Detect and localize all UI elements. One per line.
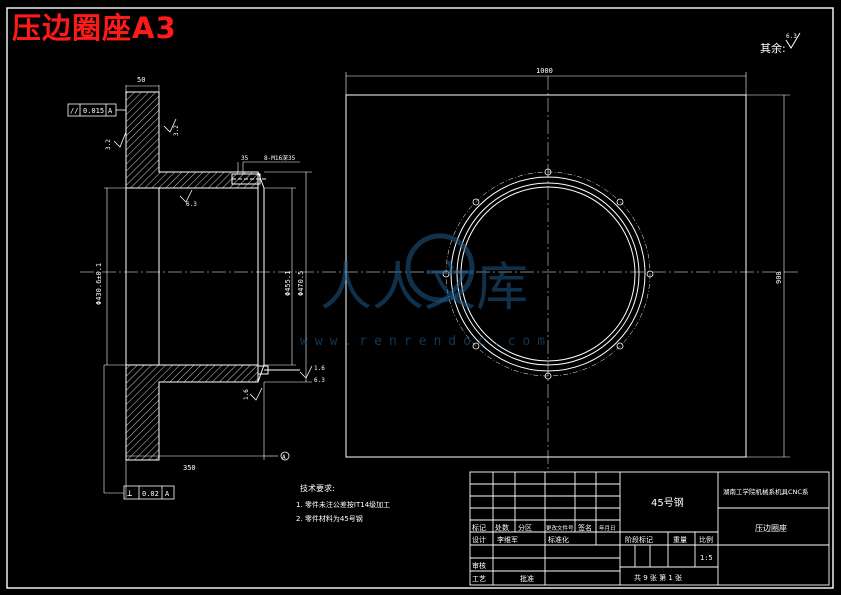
- drawing-title: 压边圈座A3: [12, 11, 177, 45]
- datum-label: A: [282, 454, 286, 461]
- parallel-value: 0.015: [83, 107, 104, 115]
- rough-3: 6.3: [186, 201, 197, 208]
- title-block: [469, 471, 830, 586]
- tb-approve: 批准: [520, 574, 534, 583]
- roughness-marks: [113, 118, 313, 401]
- plan-view: [345, 76, 747, 470]
- dim-outer-dia-2: Φ470.5: [297, 271, 305, 296]
- watermark-url: www.renrendoc.com: [300, 334, 552, 349]
- parallel-datum: A: [108, 107, 113, 115]
- dim-hole-spec: 8-M16深35: [264, 154, 296, 162]
- tb-scale-label: 比例: [699, 535, 713, 544]
- tb-design: 设计: [472, 535, 486, 544]
- perpendicular-symbol-icon: ⊥: [127, 489, 133, 499]
- parallel-tolerance-frame: [67, 103, 126, 117]
- tb-label-mark: 标记: [472, 523, 486, 532]
- tb-review: 审核: [472, 561, 486, 570]
- tb-stage-mark: 阶段标记: [625, 535, 653, 544]
- perpendicular-tolerance-frame: [123, 485, 175, 500]
- dim-inner-dia: Φ430.6±0.1: [95, 263, 103, 305]
- roughness-symbol-icon: [785, 32, 801, 49]
- roughness-value: 6.3: [786, 33, 797, 40]
- tb-designer: 李维军: [497, 535, 518, 544]
- watermark-text: 人人文库: [320, 258, 528, 318]
- rough-1: 3.2: [105, 139, 112, 150]
- rough-6: 1.6: [243, 389, 250, 400]
- datum-symbol-icon: [280, 451, 290, 461]
- tb-label-count: 处数: [495, 523, 509, 532]
- tb-standard: 标准化: [548, 535, 569, 544]
- watermark-logo-icon: [405, 233, 475, 303]
- tb-scale: 1:5: [700, 554, 713, 562]
- dim-square-width: 1000: [536, 67, 553, 75]
- drawing-border: [6, 7, 834, 589]
- dim-square-height: 900: [775, 271, 783, 284]
- parallel-symbol-icon: //: [70, 107, 78, 115]
- tech-notes-heading: 技术要求:: [300, 483, 335, 493]
- perpendicular-datum: A: [165, 490, 170, 498]
- dim-total-length: 350: [183, 464, 196, 472]
- tb-weight: 重量: [673, 536, 687, 544]
- rough-4: 1.6: [314, 365, 325, 372]
- tb-label-sign: 签名: [578, 523, 592, 532]
- tb-school: 湖南工学院机械系机具CNC系: [723, 487, 809, 496]
- tb-label-change-doc: 更改文件号: [546, 524, 574, 532]
- perpendicular-value: 0.02: [142, 490, 159, 498]
- tb-material: 45号钢: [651, 496, 684, 509]
- tb-part-name: 压边圈座: [755, 523, 787, 533]
- tb-sheets: 共 9 张 第 1 张: [634, 573, 682, 582]
- dim-outer-dia-1: Φ455.1: [284, 271, 292, 296]
- bolt-holes: [442, 168, 654, 380]
- rough-2: 3.2: [173, 125, 180, 136]
- tb-craft: 工艺: [472, 575, 486, 583]
- tb-label-date: 年月日: [599, 524, 616, 532]
- plan-dimensions: [345, 72, 790, 458]
- tech-note-1: 1. 零件未注公差按IT14级加工: [296, 500, 390, 509]
- tech-note-2: 2. 零件材料为45号钢: [296, 514, 363, 523]
- roughness-note: 其余:: [760, 41, 786, 55]
- section-view: [125, 91, 300, 461]
- section-dimensions: [103, 85, 312, 498]
- dim-hole-depth: 35: [241, 155, 249, 162]
- dim-flange-width: 50: [137, 76, 145, 84]
- rough-5: 6.3: [314, 377, 325, 384]
- tb-label-zone: 分区: [518, 523, 532, 532]
